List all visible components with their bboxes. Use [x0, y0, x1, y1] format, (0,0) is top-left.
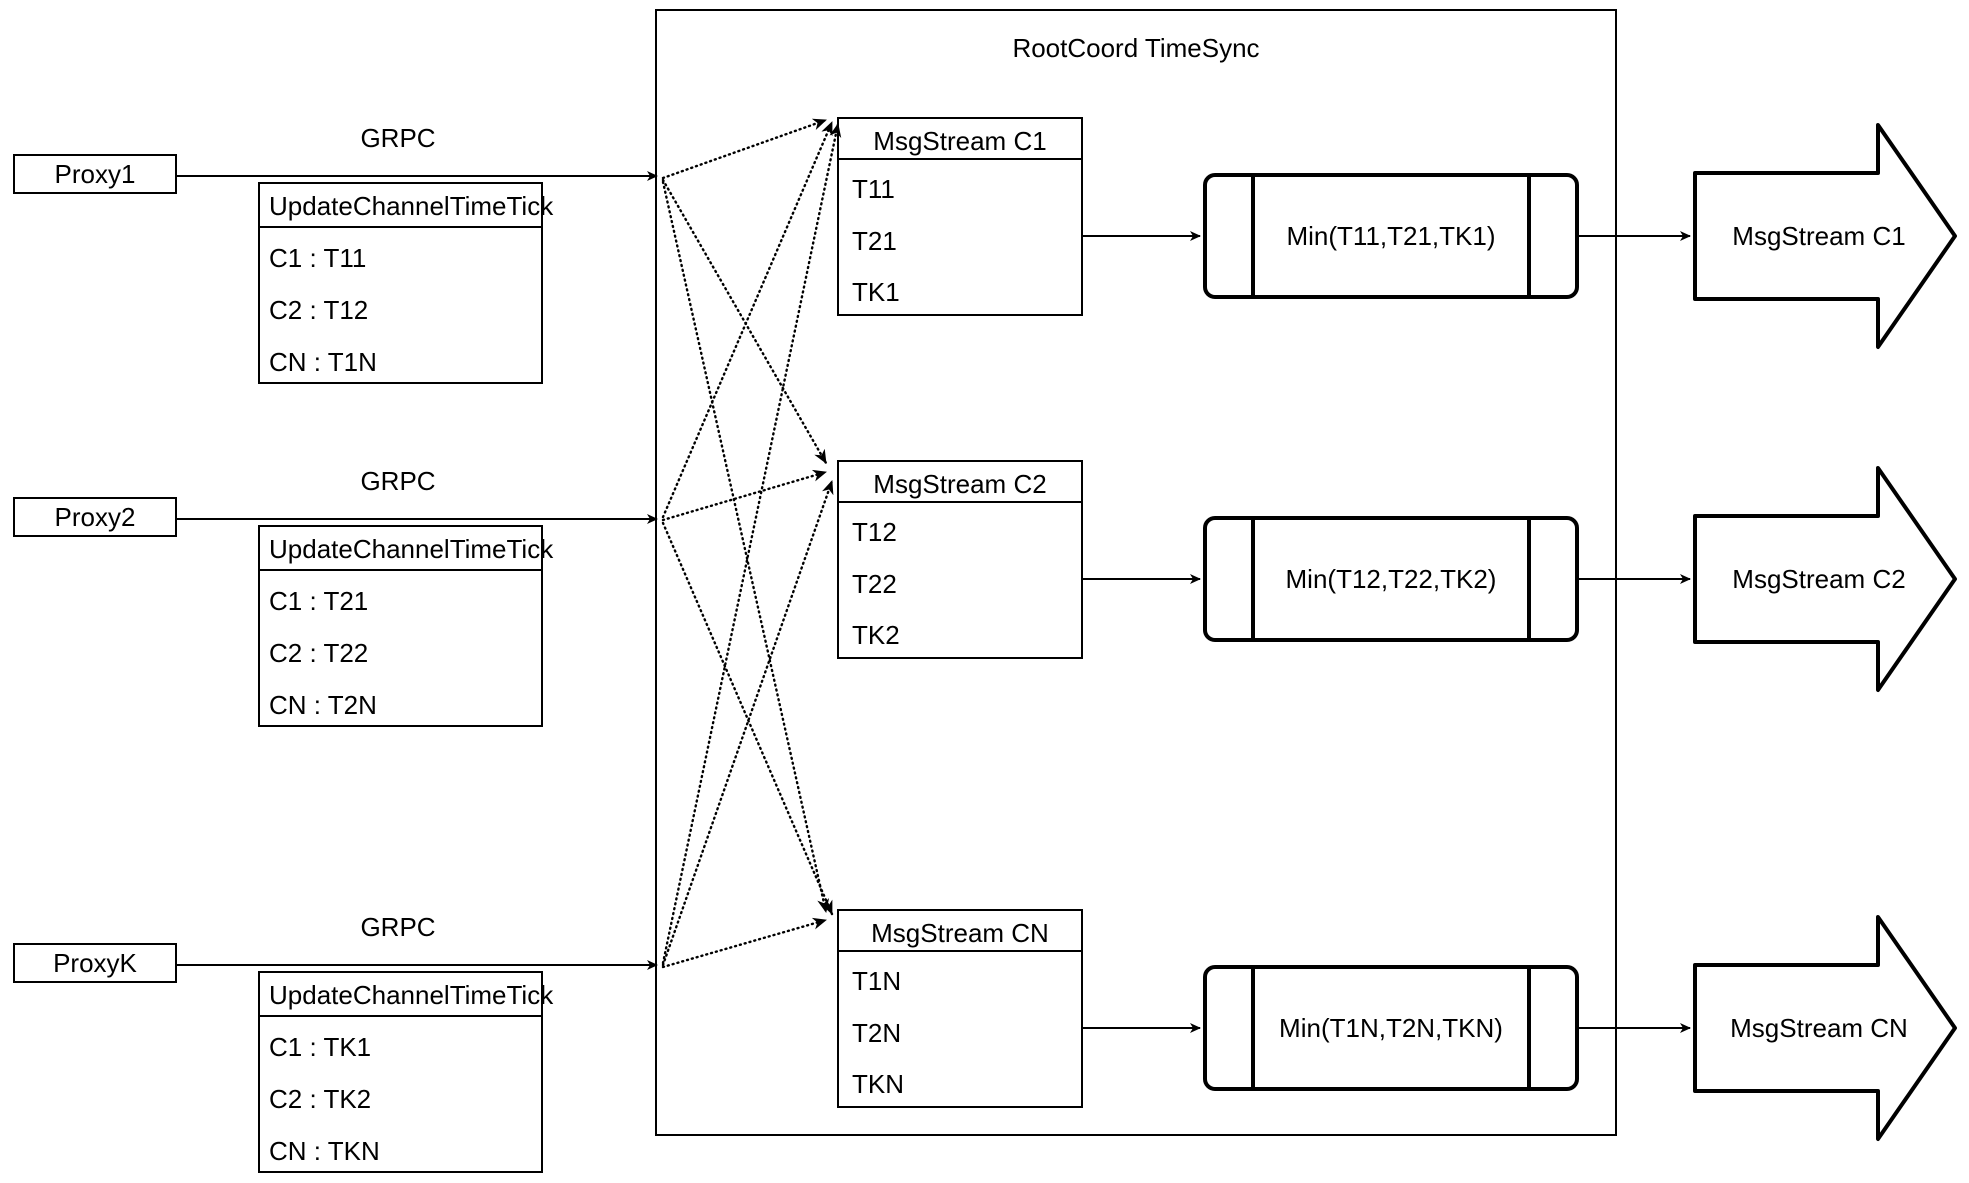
table-row-1-0: C1 : T11	[269, 243, 366, 273]
output-arrow-label-1: MsgStream C1	[1732, 221, 1905, 251]
output-arrow-label-3: MsgStream CN	[1730, 1013, 1908, 1043]
min-node-label-2: Min(T12,T22,TK2)	[1286, 564, 1497, 594]
output-arrow-shape-3[interactable]	[1693, 915, 1957, 1141]
grpc-link-label-1: GRPC	[360, 123, 435, 153]
dotted-connector-p1-cn	[661, 180, 830, 914]
proxy-node-box-1[interactable]	[13, 154, 177, 194]
grpc-link-label-2: GRPC	[360, 466, 435, 496]
dotted-connector-p1-c2	[661, 178, 828, 465]
min-node-label-1: Min(T11,T21,TK1)	[1286, 221, 1495, 251]
msgstream-row-3-0: T1N	[852, 966, 901, 996]
table-row-1-1: C2 : T12	[269, 295, 368, 325]
msgstream-box-3	[837, 909, 1083, 1108]
table-header-1: UpdateChannelTimeTick	[269, 191, 554, 221]
table-row-3-0: C1 : TK1	[269, 1032, 371, 1062]
container-title: RootCoord TimeSync	[1012, 33, 1259, 63]
proxy-node-box-2[interactable]	[13, 497, 177, 537]
msgstream-row-1-1: T21	[852, 226, 897, 256]
proxy-node-label-1: Proxy1	[55, 159, 136, 189]
dotted-connector-p1-c1	[661, 118, 828, 180]
table-row-1-2: CN : T1N	[269, 347, 377, 377]
msgstream-header-3: MsgStream CN	[871, 918, 1049, 948]
proxy-node-label-3: ProxyK	[53, 948, 137, 978]
table-row-2-2: CN : T2N	[269, 690, 377, 720]
min-node-label-3: Min(T1N,T2N,TKN)	[1279, 1013, 1503, 1043]
dotted-connector-p2-c1	[661, 120, 834, 519]
msgstream-header-1: MsgStream C1	[873, 126, 1046, 156]
dotted-connector-pk-cn	[661, 917, 828, 969]
table-row-3-2: CN : TKN	[269, 1136, 380, 1166]
output-arrow-label-2: MsgStream C2	[1732, 564, 1905, 594]
table-row-2-1: C2 : T22	[269, 638, 368, 668]
msgstream-row-2-0: T12	[852, 517, 897, 547]
msgstream-row-3-2: TKN	[852, 1069, 904, 1099]
table-header-3: UpdateChannelTimeTick	[269, 980, 554, 1010]
msgstream-box-2	[837, 460, 1083, 659]
msgstream-row-2-1: T22	[852, 569, 897, 599]
msgstream-box-1	[837, 117, 1083, 316]
table-header-2: UpdateChannelTimeTick	[269, 534, 554, 564]
dotted-connector-pk-c1	[661, 122, 842, 965]
dotted-connector-p2-c2	[661, 469, 828, 522]
msgstream-row-1-0: T11	[852, 174, 895, 204]
output-arrow-shape-1[interactable]	[1693, 123, 1957, 349]
dotted-connector-pk-c2	[661, 479, 834, 967]
proxy-node-box-3[interactable]	[13, 943, 177, 983]
msgstream-row-3-1: T2N	[852, 1018, 901, 1048]
table-row-3-1: C2 : TK2	[269, 1084, 371, 1114]
update-channel-timetick-table-3	[258, 971, 543, 1173]
update-channel-timetick-table-2	[258, 525, 543, 727]
update-channel-timetick-table-1	[258, 182, 543, 384]
msgstream-header-2: MsgStream C2	[873, 469, 1046, 499]
dotted-connector-p2-cn	[661, 521, 834, 916]
grpc-link-label-3: GRPC	[360, 912, 435, 942]
rootcoord-timesync-container	[655, 9, 1617, 1136]
output-arrow-shape-2[interactable]	[1693, 466, 1957, 692]
msgstream-row-2-2: TK2	[852, 620, 900, 650]
msgstream-row-1-2: TK1	[852, 277, 900, 307]
proxy-node-label-2: Proxy2	[55, 502, 136, 532]
table-row-2-0: C1 : T21	[269, 586, 368, 616]
